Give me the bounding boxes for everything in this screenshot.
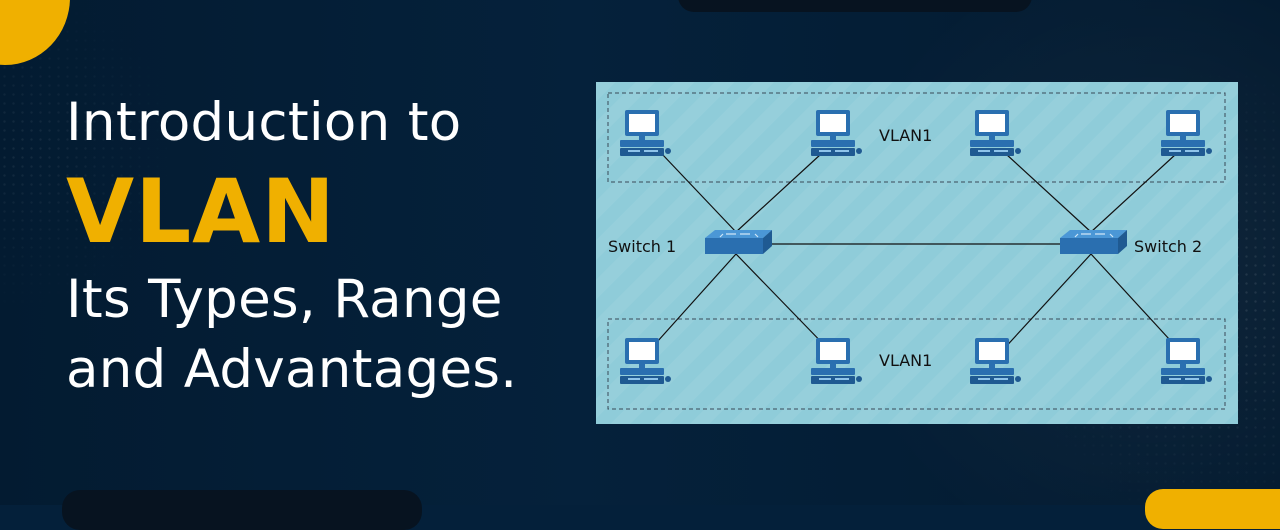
computer-icon <box>1161 110 1212 156</box>
headline-line-3: Its Types, Range <box>66 269 503 330</box>
vlan-zone-bottom <box>607 318 1226 410</box>
headline-line-1: Introduction to <box>66 92 462 153</box>
computer-icon <box>620 110 671 156</box>
switch-icon <box>704 229 773 255</box>
vlan-bottom-label: VLAN1 <box>879 351 932 370</box>
vlan-zone-top <box>607 92 1226 183</box>
computer-icon <box>1161 338 1212 384</box>
switch-1-label: Switch 1 <box>608 237 676 256</box>
computer-icon <box>970 338 1021 384</box>
switch-icon <box>1059 229 1128 255</box>
decorative-bar-top <box>678 0 1032 12</box>
vlan-network-diagram: Switch 1 Switch 2 VLAN1 VLAN1 <box>596 82 1238 424</box>
decorative-bar-bottom <box>62 490 422 530</box>
computer-icon <box>620 338 671 384</box>
network-links <box>647 153 1182 353</box>
vlan-top-label: VLAN1 <box>879 126 932 145</box>
switch-2-label: Switch 2 <box>1134 237 1202 256</box>
headline-line-4: and Advantages. <box>66 339 518 400</box>
headline-vlan: VLAN <box>66 160 336 263</box>
decorative-yellow-bar <box>1145 489 1280 529</box>
computer-icon <box>970 110 1021 156</box>
computer-icon <box>811 110 862 156</box>
computer-icon <box>811 338 862 384</box>
